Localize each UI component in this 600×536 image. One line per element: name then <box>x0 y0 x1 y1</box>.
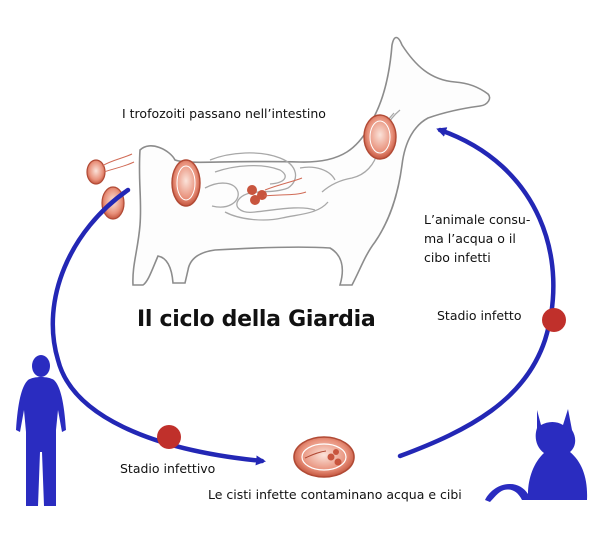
trophozoite-cluster-dog <box>171 114 397 207</box>
label-animal-consumes: L’animale consu- ma l’acqua o il cibo in… <box>424 210 530 267</box>
diagram-title: Il ciclo della Giardia <box>137 307 376 332</box>
infected-stage-dot <box>542 308 566 332</box>
label-cysts-contaminate: Le cisti infette contaminano acqua e cib… <box>208 487 462 502</box>
label-infected-stage: Stadio infetto <box>437 308 522 323</box>
infective-stage-dot <box>157 425 181 449</box>
cat-silhouette-icon <box>485 409 588 502</box>
label-animal-line-1: L’animale consu- <box>424 212 531 227</box>
label-animal-line-3: cibo infetti <box>424 250 491 265</box>
label-infective-stage: Stadio infettivo <box>120 461 216 476</box>
cyst-icon <box>293 436 355 478</box>
human-silhouette-icon <box>16 355 66 506</box>
label-animal-line-2: ma l’acqua o il <box>424 231 516 246</box>
label-intestine: I trofozoiti passano nell’intestino <box>122 106 326 121</box>
trophozoite-cluster-left <box>86 153 135 220</box>
